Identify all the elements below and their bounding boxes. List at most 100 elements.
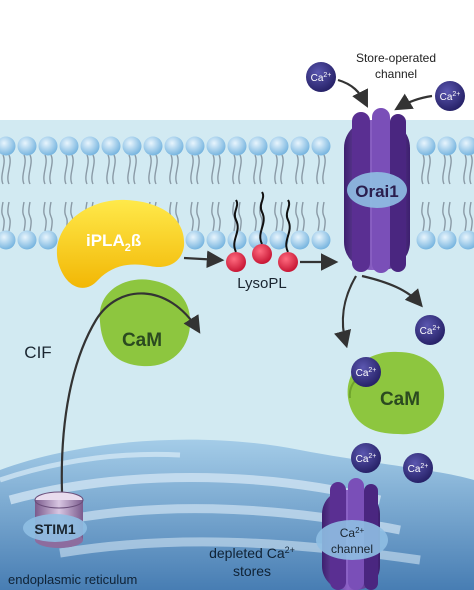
lipid-tail: [106, 154, 110, 185]
ca-ion: Ca2+: [403, 453, 433, 483]
er-label: endoplasmic reticulum: [8, 572, 137, 587]
lipid-tail: [448, 201, 452, 232]
arrow-ipla-to-lysopl: [183, 250, 225, 269]
ca-channel-label-line2: channel: [331, 542, 373, 556]
lipid-tail: [7, 201, 11, 232]
lipid-tail: [238, 154, 242, 185]
lipid-head: [17, 230, 37, 250]
svg-text:Ca2+: Ca2+: [311, 72, 332, 84]
lipid-tail: [211, 154, 215, 185]
ca-ion: Ca2+: [415, 315, 445, 345]
lipid-tail: [28, 201, 32, 232]
lipid-head: [0, 136, 16, 156]
lipid-tail: [469, 201, 473, 232]
cam-label-right: CaM: [380, 389, 420, 410]
lipid-tail: [133, 154, 137, 185]
lipid-head: [164, 136, 184, 156]
title-line2: channel: [375, 67, 417, 81]
lipid-tail: [442, 154, 446, 185]
lipid-head: [416, 230, 436, 250]
lipid-tail: [427, 201, 431, 232]
lipid-head: [437, 136, 457, 156]
lipid-tail: [295, 201, 299, 232]
svg-text:Ca2+: Ca2+: [408, 463, 429, 475]
lipid-head: [38, 136, 58, 156]
lipid-tail: [64, 154, 68, 185]
lipid-head: [311, 136, 331, 156]
lipid-tail: [43, 154, 47, 185]
lipid-head: [122, 136, 142, 156]
lipid-tail: [49, 154, 53, 185]
lipid-tail: [238, 201, 242, 232]
lipid-tail: [274, 201, 278, 232]
lipid-head: [227, 136, 247, 156]
membrane-heads-top: [0, 136, 474, 156]
svg-text:Ca2+: Ca2+: [356, 453, 377, 465]
lipid-tail: [1, 154, 5, 185]
lipid-tail: [253, 201, 257, 232]
lipid-head: [206, 230, 226, 250]
lipid-tail: [316, 201, 320, 232]
lipid-tail: [148, 154, 152, 185]
lipid-tail: [322, 201, 326, 232]
lipid-tail: [274, 154, 278, 185]
title-line1: Store-operated: [356, 51, 436, 65]
ca-ion: Ca2+: [306, 62, 336, 92]
lipid-tail: [301, 154, 305, 185]
lipid-tail: [316, 154, 320, 185]
ca-ion: Ca2+: [351, 357, 381, 387]
lipid-tail: [442, 201, 446, 232]
stim1-label-bubble: [23, 514, 87, 542]
ipla2b-enzyme: [56, 199, 185, 288]
lipid-tail: [169, 154, 173, 185]
lipid-tail: [427, 154, 431, 185]
orai1-label: Orai1: [355, 182, 398, 201]
lipid-tail: [154, 154, 158, 185]
lipid-tail: [190, 154, 194, 185]
lipid-tail: [85, 154, 89, 185]
lipid-tail: [91, 154, 95, 185]
lipid-head: [290, 230, 310, 250]
lipid-head: [143, 136, 163, 156]
lipid-tail: [190, 201, 194, 232]
lipid-tail: [421, 201, 425, 232]
svg-text:Ca2+: Ca2+: [440, 91, 461, 103]
arrow-orai-to-cam: [334, 275, 357, 349]
lipid-tail: [217, 154, 221, 185]
lipid-tail: [28, 154, 32, 185]
lysopl-molecules: [226, 191, 298, 272]
lipid-tail: [1, 201, 5, 232]
cam-label-left: CaM: [122, 330, 162, 351]
lipid-head: [59, 136, 79, 156]
lipid-tail: [295, 154, 299, 185]
cif-label: CIF: [24, 343, 51, 362]
arrow-orai-to-ion: [361, 274, 423, 308]
lipid-tail: [280, 154, 284, 185]
lipid-tail: [259, 154, 263, 185]
ca-ion: Ca2+: [435, 81, 465, 111]
lipid-head: [248, 136, 268, 156]
lipid-head: [0, 230, 16, 250]
lipid-tail: [253, 154, 257, 185]
lipid-tail: [280, 201, 284, 232]
lipid-tail: [448, 154, 452, 185]
lipid-tail: [232, 154, 236, 185]
lipid-head: [269, 136, 289, 156]
lipid-head: [311, 230, 331, 250]
lipid-tail: [112, 154, 116, 185]
lipid-head: [206, 136, 226, 156]
lipid-head: [458, 136, 474, 156]
lipid-tail: [49, 201, 53, 232]
depleted-label-line1: depleted Ca2+: [209, 545, 295, 561]
lipid-tail: [469, 154, 473, 185]
lipid-head: [458, 230, 474, 250]
lipid-tail: [217, 201, 221, 232]
lipid-tail: [196, 201, 200, 232]
lipid-tail: [211, 201, 215, 232]
lipid-head: [227, 230, 247, 250]
lipid-tail: [22, 154, 26, 185]
arrow-cif: [60, 292, 201, 493]
svg-text:Ca2+: Ca2+: [420, 325, 441, 337]
lipid-tail: [196, 154, 200, 185]
